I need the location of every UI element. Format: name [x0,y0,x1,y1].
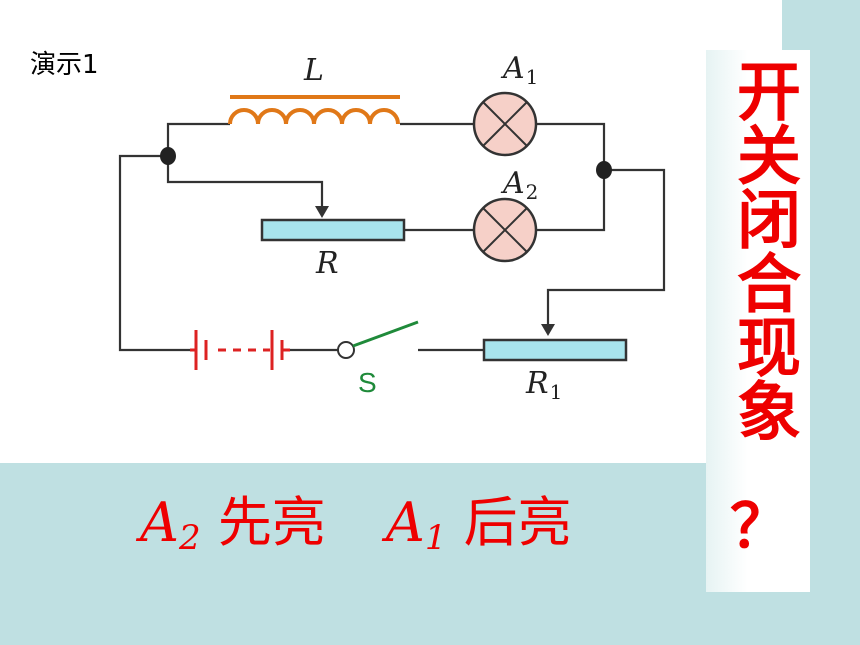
label-switch: S [358,367,377,398]
title-panel [706,50,810,592]
wire-lamp2-to-right [536,170,606,232]
switch-s [337,320,419,359]
wire-lamp1-to-right [536,122,606,170]
question-mark: ？ [730,492,790,562]
lamp-a1 [472,91,538,157]
r-slider-arrow [315,206,329,218]
result-sub-1: 2 [179,518,201,558]
resistor-r [260,218,406,242]
result-symbol-2: A [385,491,425,554]
rheostat-r1 [482,338,628,362]
battery [190,330,290,370]
circuit-diagram: L A1 A2 R R1 S [118,51,666,404]
inductor-coil [228,95,400,125]
lamp-a2 [472,197,538,263]
junction-left [160,147,176,165]
result-sub-2: 1 [424,518,447,558]
label-lamp1: A1 [500,51,538,89]
vertical-title: 开关闭合现象 [726,58,801,442]
wire-top-branch [166,122,230,156]
junction-right [596,161,612,179]
wire-right-to-r1 [546,168,666,325]
label-lamp2: A2 [500,166,538,204]
wire-to-r-slider [166,156,324,210]
wire-left-outer [118,154,190,352]
result-symbol-1: A [140,491,179,554]
label-inductor: L [303,53,324,88]
label-resistor: R [315,246,339,281]
demo-label: 演示1 [30,50,99,80]
label-rheostat: R1 [525,366,562,404]
result-text-1: 先亮 [217,491,326,554]
result-text-2: 后亮 [463,491,572,554]
r1-slider-arrow [541,324,555,336]
